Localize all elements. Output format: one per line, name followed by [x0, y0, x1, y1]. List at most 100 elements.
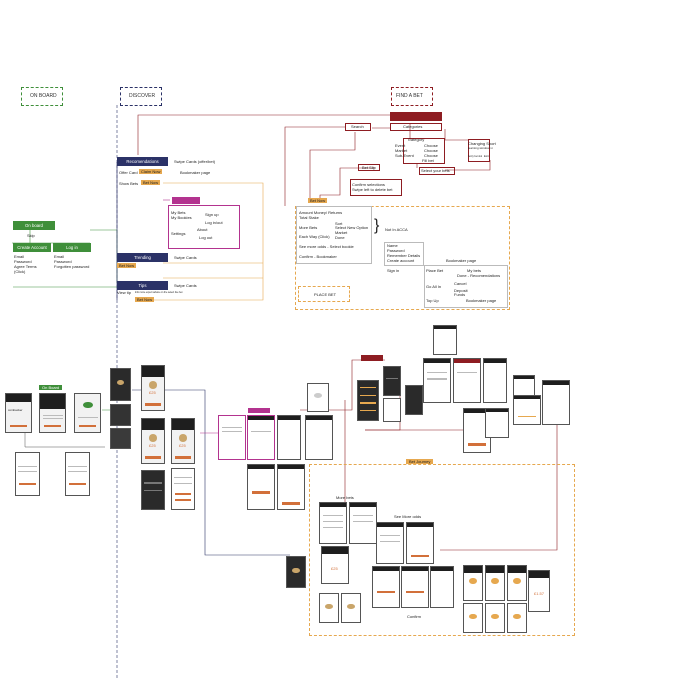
- onboard-wireframe-label: On Board: [39, 385, 63, 390]
- category-market: Market: [395, 148, 408, 153]
- phone-placed-3: [507, 565, 527, 601]
- create-account-field-click: (Click): [14, 269, 26, 274]
- phone-confirm-3: [372, 566, 400, 608]
- phone-search: [383, 366, 401, 396]
- phone-menu-3: [277, 415, 301, 460]
- menu-settings: Settings: [171, 231, 186, 236]
- go-all-in-label: Go All In: [426, 284, 442, 289]
- phone-market-3: [453, 358, 481, 403]
- menu-my-bookies: My Bookies: [171, 215, 192, 220]
- phone-trending: [141, 470, 165, 510]
- findabet-bet-now-badge: Bet Now: [308, 198, 328, 203]
- create-account-field-email: Email: [14, 254, 25, 259]
- place-bet-option: Place Bet: [426, 268, 444, 273]
- bet-panel: [295, 206, 510, 310]
- category-choose-1: Choose: [424, 143, 438, 148]
- tips-header: Tips: [117, 281, 168, 290]
- category-fill-bet: Fill bet: [422, 158, 434, 163]
- phone-event-1: [383, 398, 401, 422]
- phone-select-3: [542, 380, 570, 425]
- phone-more-bets-2: [349, 502, 377, 544]
- category-panel: [403, 138, 445, 164]
- cancel-label: Cancel: [454, 281, 467, 286]
- select-bets-box: [419, 167, 455, 175]
- phone-menu-6: [247, 464, 275, 510]
- market-label: Market: [335, 230, 348, 235]
- bet-now-badge: Bet Now: [141, 180, 161, 185]
- phone-menu-4: [305, 415, 333, 460]
- menu-about: About: [197, 227, 208, 232]
- create-account-header: Create Account: [13, 243, 51, 252]
- done-recs-link: Done - Recomendations: [457, 273, 501, 278]
- phone-confirm-2: [341, 593, 361, 623]
- offer-card-label: Offer Card: [119, 170, 138, 175]
- select-bets-label: Select your bets: [421, 168, 450, 173]
- top-up-label: Top Up: [426, 298, 439, 303]
- account-create: Create account: [387, 258, 415, 263]
- phone-onboard-2: [39, 393, 66, 433]
- search-label: Search: [351, 124, 364, 129]
- login-field-forgot: Forgotten password: [54, 264, 90, 269]
- bookmaker-page-link: Bookmaker page: [446, 258, 477, 263]
- phone-odds-1: [376, 522, 404, 564]
- bet-panel-left-box: [296, 206, 372, 264]
- see-more-odds-label: See more odds - Select bookie: [299, 244, 354, 249]
- discover-legend-box: [120, 87, 162, 106]
- phone-placed-6: [507, 603, 527, 633]
- phone-placed-2: [485, 565, 505, 601]
- see-more-odds-caption: See More odds: [394, 514, 422, 519]
- phone-categories: [357, 380, 379, 421]
- findabet-header-bar: [390, 112, 442, 121]
- trending-swipe-cards: Swipe Cards: [174, 255, 197, 260]
- sign-in-label: Sign in: [387, 268, 400, 273]
- phone-onboard-1: coinbacker: [5, 393, 32, 433]
- menu-sign-up: Sign up: [205, 212, 219, 217]
- sorry-label: Sorry bet slot: [468, 155, 483, 158]
- exit-label: Exit: [484, 154, 489, 158]
- phone-final: £1.57: [528, 570, 550, 612]
- funds-label: Funds: [454, 292, 466, 297]
- phone-market-1: [423, 358, 451, 403]
- account-box: [384, 242, 424, 266]
- phone-menu-5: [307, 383, 329, 412]
- deposit-label: Deposit: [454, 288, 468, 293]
- phone-recs-3: £25: [171, 418, 195, 464]
- phone-select-2: [513, 395, 541, 425]
- onboard-legend-label: ON BOARD: [30, 93, 57, 99]
- search-box: [345, 123, 371, 131]
- place-bet-box: [424, 265, 508, 308]
- trending-bet-now-badge: Bet Now: [117, 263, 137, 268]
- menu-log-out: Log out: [199, 235, 213, 240]
- confirm-bookmaker-label: Confirm - Bookmaker: [299, 254, 337, 259]
- phone-confirm-4: [401, 566, 429, 608]
- show-bets-label: Show Bets: [119, 181, 139, 186]
- phone-odds-3: £25: [321, 546, 349, 584]
- menu-wireframe-tag: [248, 408, 270, 413]
- category-sub-event: Sub-Event: [395, 153, 414, 158]
- phone-menu-7: [277, 464, 305, 510]
- bet-journey-label: Bet Journey: [406, 459, 434, 464]
- login-header: Log in: [53, 243, 91, 252]
- phone-menu-2: [247, 415, 275, 460]
- view-tip-label: View tip: [117, 290, 131, 295]
- changing-sport-box: [468, 139, 490, 162]
- phone-discover-3: [110, 428, 131, 449]
- place-bet-title: PLACE BET: [314, 292, 337, 297]
- bookmaker-page-link-2: Bookmaker page: [466, 298, 497, 303]
- login-field-password: Password: [54, 259, 72, 264]
- swipe-delete-label: Swipe left to delete bet: [352, 187, 393, 192]
- phone-onboard-3: [74, 393, 101, 433]
- place-bet-dashed: [298, 286, 350, 302]
- each-way-label: Each Way (Click): [299, 234, 330, 239]
- recommendations-header: Recomendations: [117, 157, 168, 166]
- findabet-legend-box: [391, 87, 433, 106]
- account-remember: Remember Details: [387, 253, 421, 258]
- claim-now-badge: Claim Now: [139, 169, 163, 174]
- done-label: Done: [335, 235, 345, 240]
- phone-market-2: [433, 325, 457, 355]
- total-stake-label: Total Stake: [299, 215, 319, 220]
- phone-tip-dark: [286, 556, 306, 588]
- confirm-selections-label: Confirm selections: [352, 182, 385, 187]
- sort-label: Sort: [335, 221, 343, 226]
